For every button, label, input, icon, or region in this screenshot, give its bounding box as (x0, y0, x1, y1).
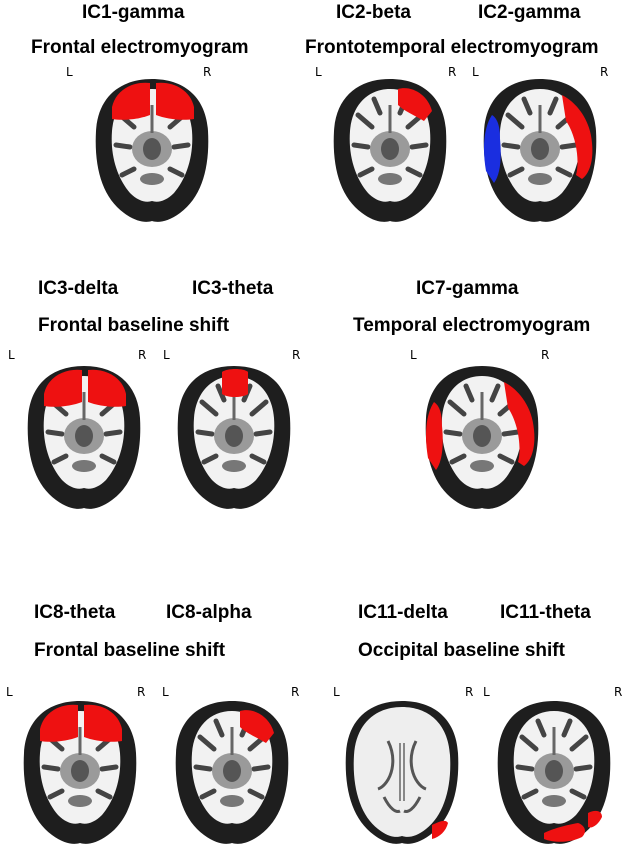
label-right: R (138, 348, 147, 362)
brain-ic2-gamma (478, 75, 603, 225)
label-right: R (465, 685, 474, 699)
subtitle-occipital-baseline-shift: Occipital baseline shift (358, 640, 565, 661)
subtitle-frontotemporal-electromyogram: Frontotemporal electromyogram (305, 37, 599, 58)
label-left: L (66, 65, 73, 79)
label-left: L (333, 685, 340, 699)
label-left: L (6, 685, 13, 699)
label-left: L (163, 348, 170, 362)
subtitle-frontal-electromyogram: Frontal electromyogram (31, 37, 249, 58)
label-right: R (600, 65, 609, 79)
label-left: L (410, 348, 417, 362)
label-right: R (291, 685, 300, 699)
brain-ic11-theta (492, 697, 617, 847)
label-right: R (137, 685, 146, 699)
label-right: R (203, 65, 212, 79)
title-ic3-delta: IC3-delta (38, 278, 119, 299)
title-ic8-alpha: IC8-alpha (166, 602, 252, 623)
label-left: L (8, 348, 15, 362)
brain-ic3-theta (172, 362, 297, 512)
title-ic8-theta: IC8-theta (34, 602, 116, 623)
brain-ic8-alpha (170, 697, 295, 847)
brain-ic7-gamma (420, 362, 545, 512)
title-ic11-delta: IC11-delta (358, 602, 448, 623)
subtitle-frontal-baseline-shift: Frontal baseline shift (34, 640, 226, 661)
brain-ic1-gamma (90, 75, 215, 225)
label-right: R (541, 348, 550, 362)
brain-ic3-delta (22, 362, 147, 512)
label-left: L (162, 685, 169, 699)
title-ic3-theta: IC3-theta (192, 278, 274, 299)
brain-ic8-theta (18, 697, 143, 847)
label-left: L (483, 685, 490, 699)
title-ic11-theta: IC11-theta (500, 602, 591, 623)
label-right: R (292, 348, 301, 362)
label-left: L (315, 65, 322, 79)
brain-ic11-delta (340, 697, 465, 847)
title-ic1-gamma: IC1-gamma (82, 2, 185, 23)
brain-ic2-beta (328, 75, 453, 225)
label-right: R (614, 685, 623, 699)
title-ic2-beta: IC2-beta (336, 2, 411, 23)
label-left: L (472, 65, 479, 79)
subtitle-temporal-electromyogram: Temporal electromyogram (353, 315, 591, 336)
label-right: R (448, 65, 457, 79)
title-ic2-gamma: IC2-gamma (478, 2, 581, 23)
title-ic7-gamma: IC7-gamma (416, 278, 519, 299)
subtitle-frontal-baseline-shift: Frontal baseline shift (38, 315, 230, 336)
